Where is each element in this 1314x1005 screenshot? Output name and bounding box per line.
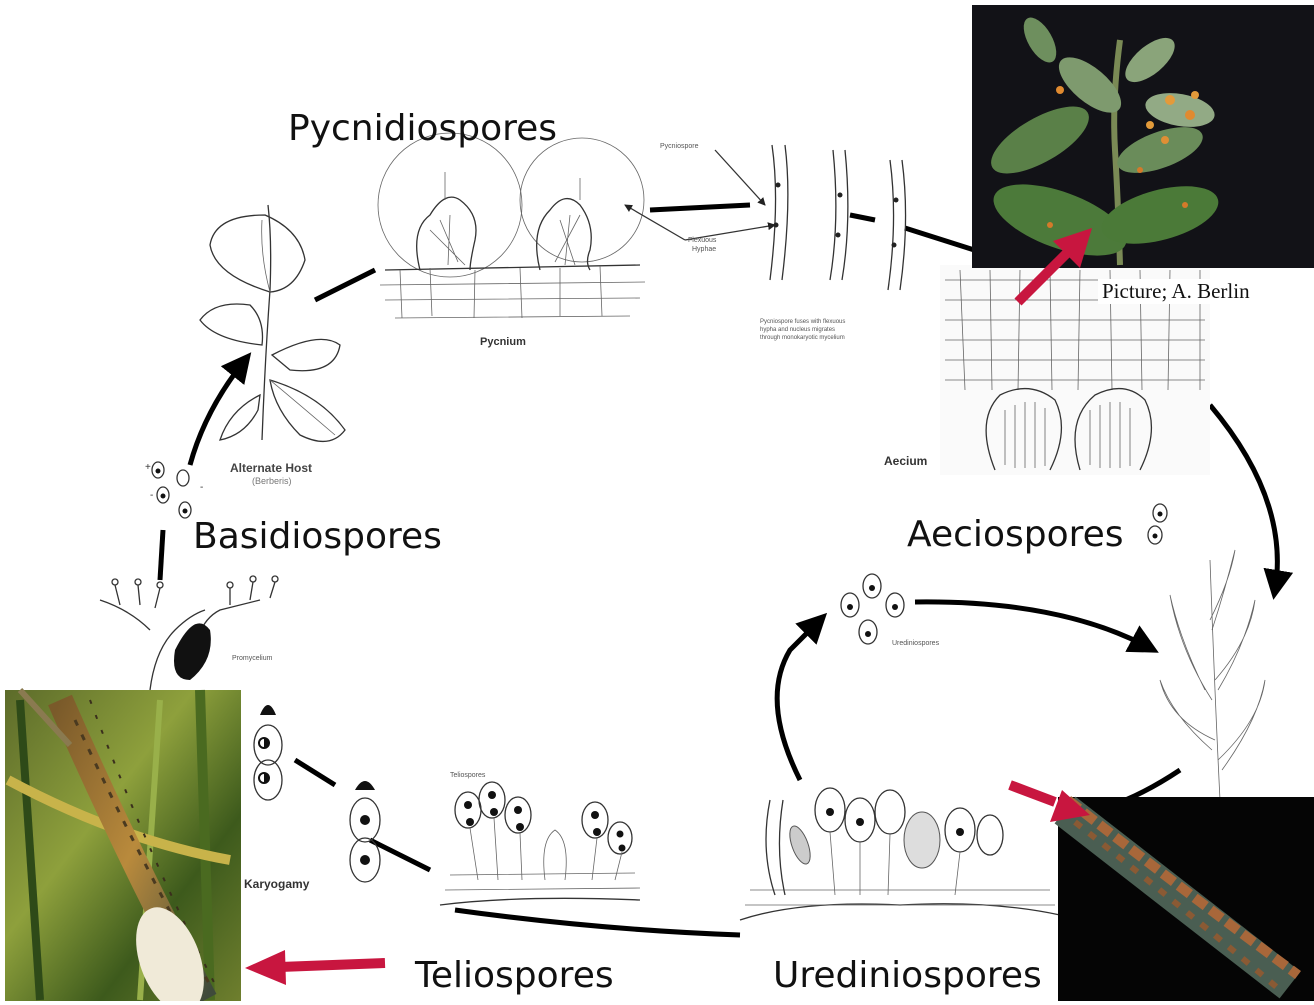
- cycle-line-pycnium-to-fusion: [650, 205, 750, 210]
- label-urediniospores: Urediniospores: [773, 955, 1042, 996]
- urediniospores-small-label: Urediniospores: [892, 640, 940, 647]
- svg-text:+: +: [145, 462, 151, 473]
- hyphae-fusion-sketch: Pycniospore Flexuous Hyphae Pycniospore …: [625, 143, 906, 341]
- red-arrow-line-stem: [1010, 785, 1055, 802]
- promycelium-sketch: Promycelium: [100, 576, 278, 690]
- aeciospores-sketch: [1148, 504, 1167, 544]
- arrow-uredinia-to-urediniospores: [777, 620, 820, 780]
- wheat-host-sketch: [1160, 550, 1265, 800]
- arrow-urediniospores-to-wheat: [915, 602, 1150, 648]
- label-teliospores: Teliospores: [415, 955, 614, 996]
- basidiospores-sketch: + - -: [145, 462, 203, 518]
- pycniospore-label: Pycniospore: [660, 143, 699, 150]
- aecium-label: Aecium: [884, 454, 927, 468]
- cycle-line-host-to-pycnium: [315, 270, 375, 300]
- label-basidiospores: Basidiospores: [193, 516, 442, 557]
- label-pycnidiospores: Pycnidiospores: [288, 108, 557, 149]
- svg-text:-: -: [200, 482, 203, 493]
- flexuous-label-2: Hyphae: [692, 246, 716, 253]
- alternate-host-sub-label: (Berberis): [252, 476, 292, 486]
- wheat-field-photo: [5, 690, 241, 1001]
- cycle-line-promycelium-to-basidiospores: [160, 530, 163, 580]
- fusion-note-3: through monokaryotic mycelium: [760, 335, 845, 341]
- teliospores-small-label: Teliospores: [450, 772, 486, 779]
- cycle-line-uredinia-to-telia: [455, 910, 740, 935]
- arrow-aecium-to-wheat: [1210, 405, 1277, 590]
- red-arrow-line-wheat: [280, 963, 385, 967]
- telium-spores: [455, 782, 632, 880]
- fusion-note-1: Pycniospore fuses with flexuous: [760, 319, 845, 325]
- urediniospores-sketch: Urediniospores: [841, 574, 940, 647]
- pycnium-sketch: Pycnium: [378, 133, 645, 348]
- label-aeciospores: Aeciospores: [907, 514, 1124, 555]
- teliospore-detail: Karyogamy: [244, 705, 380, 891]
- telia-sketch: Teliospores: [440, 772, 640, 905]
- flexuous-label-1: Flexuous: [688, 237, 717, 244]
- red-arrow-head-wheat: [245, 950, 286, 985]
- stem-rust-photo: [1058, 797, 1314, 1001]
- uredinium-sketch: [740, 788, 1060, 920]
- svg-text:-: -: [150, 490, 153, 501]
- photo-caption: Picture; A. Berlin: [1098, 279, 1254, 304]
- barberry-photo: [972, 5, 1314, 270]
- cycle-line-teliospore-to-karyogamy: [295, 760, 335, 785]
- karyogamy-label: Karyogamy: [244, 877, 310, 891]
- alternate-host-sketch: [200, 205, 345, 441]
- alternate-host-label: Alternate Host: [230, 461, 312, 475]
- pycnium-label: Pycnium: [480, 336, 526, 348]
- fusion-note-2: hypha and nucleus migrates: [760, 327, 835, 333]
- cycle-line-dash-1: [850, 215, 875, 220]
- promycelium-label: Promycelium: [232, 655, 273, 662]
